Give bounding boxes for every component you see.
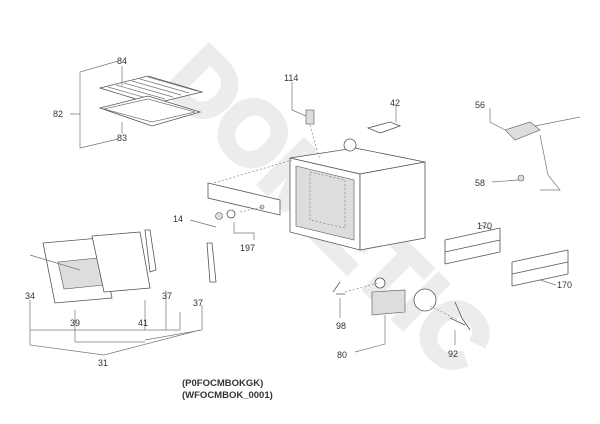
burner-part: [371, 289, 406, 316]
oven-cavity-part: [289, 147, 426, 251]
label-31: 31: [98, 358, 108, 368]
label-14: 14: [173, 214, 183, 224]
hinge-part: [144, 229, 157, 273]
oven-door-part: [29, 237, 113, 304]
label-98: 98: [336, 321, 346, 331]
burner-pin-part: [332, 281, 345, 295]
thermostat-part: [504, 116, 581, 191]
thermocouple-part: [449, 301, 471, 331]
label-34: 34: [25, 291, 35, 301]
label-170-top: 170: [477, 221, 492, 231]
label-114: 114: [284, 73, 298, 83]
label-37-a: 37: [162, 291, 172, 301]
label-37-b: 37: [193, 298, 203, 308]
knob-bezel-part: [226, 209, 236, 219]
bracket-part: [366, 121, 402, 134]
label-41: 41: [138, 318, 148, 328]
label-56: 56: [475, 100, 485, 110]
label-82: 82: [53, 109, 63, 119]
label-58: 58: [475, 178, 485, 188]
label-80: 80: [337, 350, 347, 360]
label-84: 84: [117, 56, 127, 66]
oven-rack-part: [98, 75, 204, 105]
hinge-part: [206, 242, 217, 283]
switch-part: [305, 109, 315, 125]
label-170-bottom: 170: [557, 280, 572, 290]
label-83: 83: [117, 133, 127, 143]
model-code-2: (WFOCMBOK_0001): [182, 390, 273, 401]
model-code-1: (P0FOCMBOKGK): [182, 378, 263, 389]
knob-part: [215, 212, 223, 220]
label-39: 39: [70, 318, 80, 328]
baking-tray-part: [98, 95, 202, 127]
label-92: 92: [448, 349, 458, 359]
label-42: 42: [390, 98, 400, 108]
label-197: 197: [240, 243, 255, 253]
door-glass-part: [91, 231, 151, 293]
control-panel-part: [207, 182, 281, 216]
